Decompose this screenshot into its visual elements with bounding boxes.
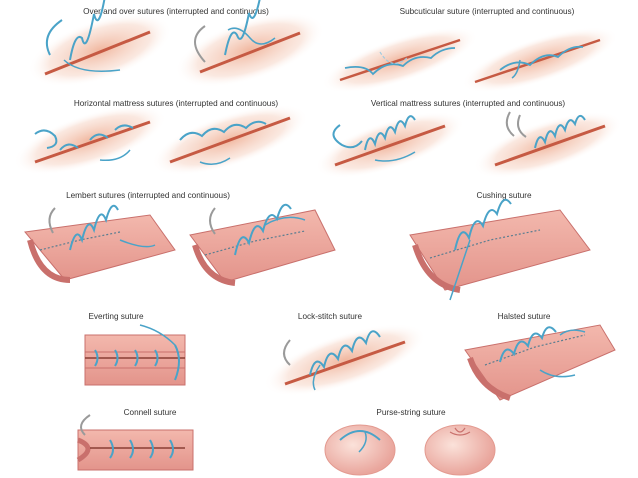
- figure-cushing: [409, 198, 591, 301]
- figure-over-and-over: [28, 0, 325, 88]
- label-cushing: Cushing suture: [476, 191, 532, 200]
- figure-vertical-mattress: [315, 111, 623, 179]
- label-over-and-over: Over and over sutures (interrupted and c…: [83, 7, 269, 16]
- label-horizontal-mattress: Horizontal mattress sutures (interrupted…: [73, 99, 279, 108]
- figure-horizontal-mattress: [13, 104, 309, 176]
- figure-halsted: [464, 324, 616, 401]
- label-everting: Everting suture: [88, 312, 144, 321]
- figure-connell: [76, 414, 194, 471]
- label-purse-string: Purse-string suture: [376, 408, 446, 417]
- label-lembert: Lembert sutures (interrupted and continu…: [66, 191, 230, 200]
- label-lock-stitch: Lock-stitch suture: [297, 312, 363, 321]
- figure-lock-stitch: [263, 323, 427, 397]
- label-subcuticular: Subcuticular suture (interrupted and con…: [399, 7, 575, 16]
- label-halsted: Halsted suture: [497, 312, 551, 321]
- figure-everting: [84, 324, 186, 386]
- figure-lembert: [24, 203, 336, 286]
- figure-subcuticular: [321, 27, 619, 93]
- label-connell: Connell suture: [123, 408, 177, 417]
- label-vertical-mattress: Vertical mattress sutures (interrupted a…: [370, 99, 566, 108]
- figure-purse-string: [324, 424, 496, 476]
